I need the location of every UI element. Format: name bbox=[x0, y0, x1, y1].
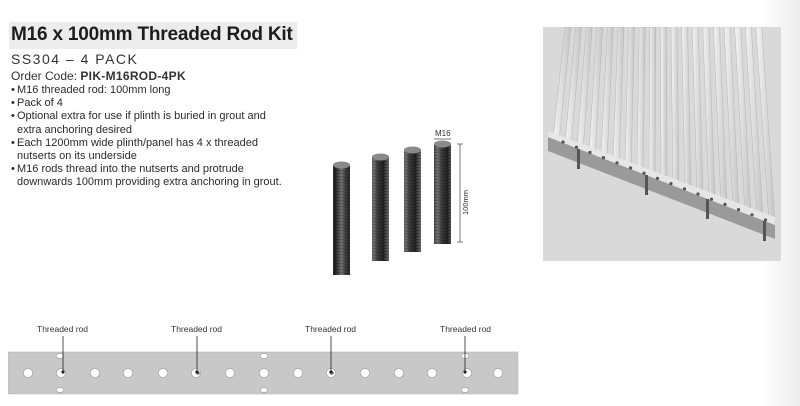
plate-hole bbox=[723, 202, 727, 206]
plate-hole bbox=[669, 182, 673, 186]
strip-slot bbox=[460, 387, 470, 393]
page-title: M16 x 100mm Threaded Rod Kit bbox=[9, 22, 297, 49]
threaded-rods-figure: M16 100mm bbox=[333, 129, 470, 275]
plate-hole bbox=[750, 213, 754, 217]
feature-item: M16 threaded rod: 100mm long bbox=[11, 84, 286, 97]
strip-slot bbox=[55, 387, 65, 393]
panel-bar bbox=[702, 27, 716, 202]
panel-bar bbox=[648, 27, 657, 179]
plate-hole bbox=[561, 140, 565, 144]
rod-3 bbox=[404, 146, 421, 252]
strip-slot bbox=[259, 353, 269, 359]
plate-hole bbox=[628, 166, 633, 170]
strip-hole bbox=[259, 368, 269, 378]
strip-slot bbox=[259, 387, 269, 393]
feature-item: Each 1200mm wide plinth/panel has 4 x th… bbox=[11, 137, 286, 163]
order-code: Order Code: PIK-M16ROD-4PK bbox=[11, 69, 186, 83]
diameter-label: M16 bbox=[435, 129, 451, 138]
length-label: 100mm bbox=[461, 190, 470, 215]
strip-hole bbox=[293, 368, 303, 378]
rod-4 bbox=[434, 140, 451, 244]
strip-hole bbox=[90, 368, 100, 378]
plate-hole bbox=[763, 218, 768, 222]
panel-bar bbox=[600, 27, 614, 160]
rod-position-dot bbox=[61, 370, 65, 374]
strip-hole bbox=[360, 368, 370, 378]
plate-hole bbox=[574, 145, 579, 149]
rod-label-3: Threaded rod bbox=[305, 324, 357, 334]
plinth-strip-diagram: Threaded rod Threaded rod Threaded rod T… bbox=[7, 310, 520, 406]
panel-bar bbox=[713, 27, 728, 206]
installed-panel-photo bbox=[543, 27, 781, 261]
rod-1 bbox=[333, 161, 350, 275]
rod-label-1: Threaded rod bbox=[37, 324, 89, 334]
rod-2 bbox=[372, 153, 389, 261]
feature-list: M16 threaded rod: 100mm long Pack of 4 O… bbox=[11, 84, 286, 190]
plate-hole bbox=[588, 150, 592, 154]
panel-illustration bbox=[548, 27, 776, 241]
order-code-label: Order Code: bbox=[11, 69, 78, 83]
strip-hole bbox=[23, 368, 33, 378]
panel-bar bbox=[612, 27, 625, 165]
strip-hole bbox=[123, 368, 133, 378]
rod-label-2: Threaded rod bbox=[171, 324, 223, 334]
panel-bar bbox=[691, 27, 704, 197]
rod-position-dot bbox=[195, 370, 199, 374]
strip-hole bbox=[493, 368, 503, 378]
product-subtitle: SS304 – 4 PACK bbox=[11, 51, 139, 67]
plate-hole bbox=[709, 197, 714, 201]
plate-hole bbox=[736, 208, 741, 212]
plate-hole bbox=[615, 161, 619, 165]
strip-hole bbox=[158, 368, 168, 378]
rod-position-dot bbox=[329, 370, 333, 374]
strip-slot bbox=[55, 353, 65, 359]
plate-hole bbox=[655, 176, 660, 180]
panel-bar bbox=[588, 27, 604, 156]
strip-hole bbox=[225, 368, 235, 378]
plate-hole bbox=[642, 171, 646, 175]
plate-hole bbox=[682, 187, 687, 191]
panel-bar bbox=[681, 27, 692, 192]
panel-bar bbox=[660, 27, 668, 183]
plate-hole bbox=[696, 192, 700, 196]
order-code-value: PIK-M16ROD-4PK bbox=[80, 69, 186, 83]
feature-item: Optional extra for use if plinth is buri… bbox=[11, 110, 286, 136]
strip-hole bbox=[394, 368, 404, 378]
feature-item: M16 rods thread into the nutserts and pr… bbox=[11, 163, 286, 189]
feature-item: Pack of 4 bbox=[11, 97, 286, 110]
rod-position-dot bbox=[463, 370, 467, 374]
panel-bar bbox=[636, 27, 646, 174]
panel-bar bbox=[624, 27, 635, 169]
strip-svg bbox=[7, 336, 519, 395]
panel-bar bbox=[670, 27, 680, 188]
plate-hole bbox=[601, 156, 606, 160]
strip-hole bbox=[427, 368, 437, 378]
rod-label-4: Threaded rod bbox=[440, 324, 492, 334]
